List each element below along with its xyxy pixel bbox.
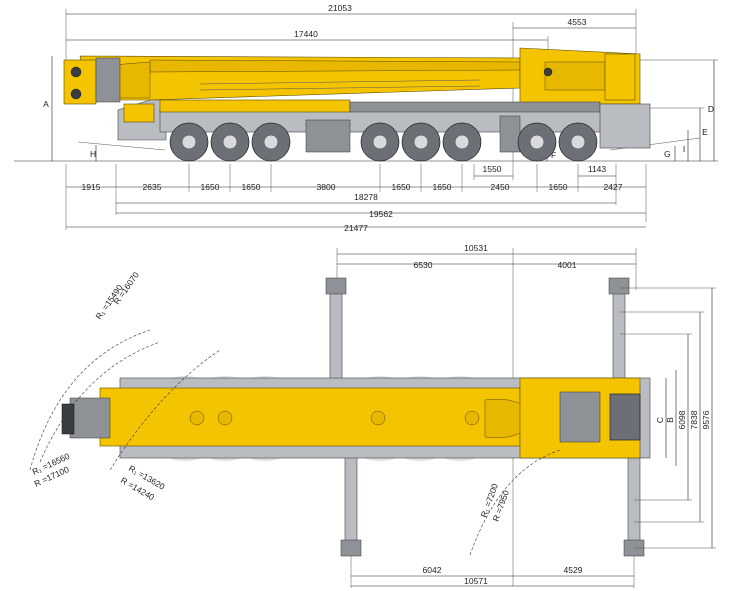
- dim-1650-d: 1650: [433, 182, 452, 192]
- letter-a: A: [43, 99, 49, 109]
- dim-2450: 2450: [491, 182, 510, 192]
- letter-f: F: [551, 150, 556, 160]
- letter-e: E: [702, 127, 708, 137]
- dim-2635: 2635: [143, 182, 162, 192]
- letter-h: H: [90, 149, 96, 159]
- dim-6042: 6042: [423, 565, 442, 575]
- arc-15490: [39, 341, 161, 463]
- dim-label-4553: 4553: [568, 17, 587, 27]
- letter-d: D: [708, 104, 714, 114]
- dim-6098: 6098: [677, 410, 687, 429]
- letter-b: B: [665, 417, 675, 423]
- dim-10571: 10571: [464, 576, 488, 586]
- top-boom: [61, 377, 641, 459]
- outriggers: [325, 277, 645, 557]
- dim-1550: 1550: [483, 164, 502, 174]
- dim-label-21053: 21053: [328, 3, 352, 13]
- dim-3800: 3800: [317, 182, 336, 192]
- dim-1650-b: 1650: [242, 182, 261, 192]
- dim-18278: 18278: [354, 192, 378, 202]
- dim-9576: 9576: [701, 410, 711, 429]
- dim-21477: 21477: [344, 223, 368, 233]
- arc-16070: [29, 329, 151, 471]
- dim-10531: 10531: [464, 243, 488, 253]
- dim-1650-e: 1650: [549, 182, 568, 192]
- arc-7200: [469, 449, 561, 556]
- dim-1650-a: 1650: [201, 182, 220, 192]
- dim-7838: 7838: [689, 410, 699, 429]
- dim-4001: 4001: [558, 260, 577, 270]
- side-boom: [63, 47, 641, 105]
- dim-19562: 19562: [369, 209, 393, 219]
- side-chassis: [117, 99, 651, 153]
- top-view: 10531 6530 4001: [29, 243, 716, 588]
- arc-13620: [109, 349, 221, 471]
- side-wheels: [169, 122, 598, 162]
- dim-1650-c: 1650: [392, 182, 411, 192]
- dim-4529: 4529: [564, 565, 583, 575]
- letter-g: G: [664, 149, 671, 159]
- letter-e-sub: I: [683, 144, 685, 154]
- dim-6530: 6530: [414, 260, 433, 270]
- side-view: 21053 4553 17440 A D E I H F G: [14, 3, 718, 233]
- dim-1915: 1915: [82, 182, 101, 192]
- dim-2427: 2427: [604, 182, 623, 192]
- dim-1143: 1143: [588, 164, 607, 174]
- letter-c: C: [655, 417, 665, 423]
- dim-label-17440: 17440: [294, 29, 318, 39]
